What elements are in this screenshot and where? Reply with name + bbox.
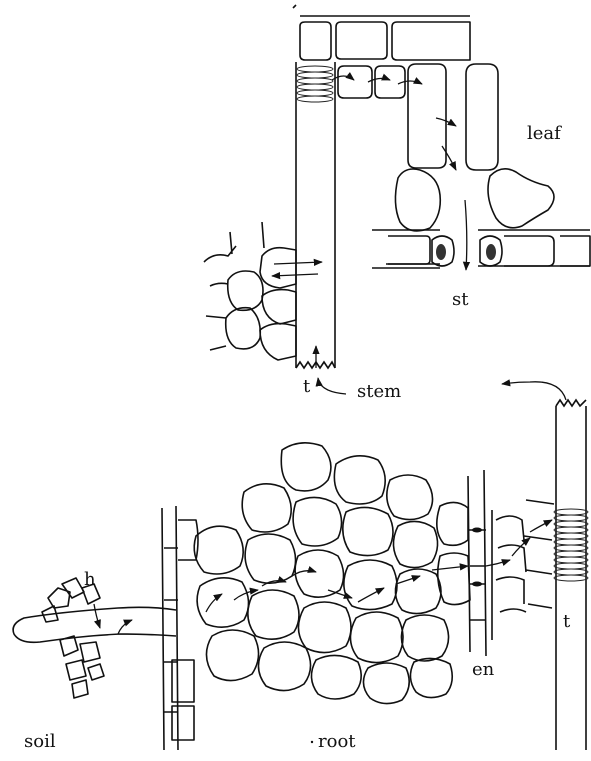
root-cortex-cell — [393, 521, 437, 567]
root-cortex-cell — [258, 642, 310, 691]
cortex-cell — [228, 271, 263, 310]
mesophyll-cell — [408, 64, 446, 168]
label-stoma: st — [452, 289, 469, 310]
stem-spiral-thickening — [297, 66, 333, 102]
upper-epidermis-cell — [300, 22, 331, 60]
lower-epidermis-cell — [560, 236, 590, 266]
root-section — [13, 400, 588, 750]
root-cortex-cell — [248, 590, 299, 639]
root-cortex-cell — [395, 569, 441, 614]
lower-epidermis-cell — [388, 236, 430, 264]
casparian-strip — [472, 582, 482, 587]
root-cortex-cell — [311, 655, 361, 699]
label-leaf: leaf — [527, 123, 562, 144]
root-cortex-cell — [344, 560, 397, 610]
spongy-cell — [488, 169, 554, 228]
cortex-cell — [262, 290, 296, 324]
stem-leaf-flow-arrows — [272, 76, 467, 368]
root-cortex-cell — [350, 612, 403, 663]
root-to-stem-connector — [502, 382, 566, 400]
epidermis-cell — [172, 660, 194, 702]
cortex-cell — [226, 308, 261, 349]
root-cortex-cell — [438, 553, 470, 605]
root-xylem-vessel — [556, 406, 586, 750]
lower-epidermis-cell — [504, 236, 554, 266]
label-root-hair: h — [84, 569, 96, 590]
root-cortex-cell — [245, 534, 295, 583]
root-cortex-cell — [437, 502, 468, 545]
label-endodermis: en — [472, 659, 495, 680]
root-cortex-cell — [387, 475, 433, 520]
root-epidermis — [162, 506, 178, 750]
mesophyll-cell — [375, 66, 405, 98]
root-cortex-cell — [401, 615, 448, 661]
mesophyll-cell — [466, 64, 498, 170]
label-tracheid-root: t — [563, 611, 571, 632]
root-cortex-cell — [343, 507, 393, 555]
label-stem: stem — [357, 381, 401, 402]
spongy-cell — [395, 169, 440, 231]
root-cortex-cell — [293, 497, 341, 546]
upper-epidermis-cell — [336, 22, 387, 59]
epidermis-cell — [172, 706, 194, 740]
root-cortex-cell — [363, 663, 409, 704]
root-cortex-cell — [298, 602, 351, 653]
root-cortex-cell — [281, 443, 331, 491]
root-cortex-cell — [206, 630, 258, 681]
root-cortex-cell — [197, 578, 248, 627]
root-cortex-cell — [194, 526, 243, 574]
casparian-strip — [472, 528, 482, 533]
stem-leaf-section — [204, 5, 590, 368]
stray-dot — [311, 741, 313, 743]
mesophyll-cell — [338, 66, 372, 98]
cortex-cell — [260, 248, 296, 288]
guard-cell-nucleus — [486, 244, 496, 260]
guard-cell-nucleus — [436, 244, 446, 260]
root-hair — [13, 607, 176, 642]
root-spiral-thickening — [554, 509, 588, 581]
root-cortex-cell — [334, 456, 385, 504]
root-cortex-cell — [410, 658, 452, 697]
root-cortex-cell — [242, 484, 291, 532]
stem-to-root-connector — [318, 378, 346, 394]
label-root: root — [318, 731, 356, 752]
upper-epidermis-cell — [392, 22, 470, 60]
endodermis — [468, 470, 486, 656]
cortex-cell — [260, 324, 296, 360]
label-soil: soil — [24, 731, 56, 752]
root-cortex-cell — [295, 550, 343, 597]
label-tracheid-stem: t — [303, 376, 311, 397]
stem-xylem-vessel — [296, 62, 335, 368]
